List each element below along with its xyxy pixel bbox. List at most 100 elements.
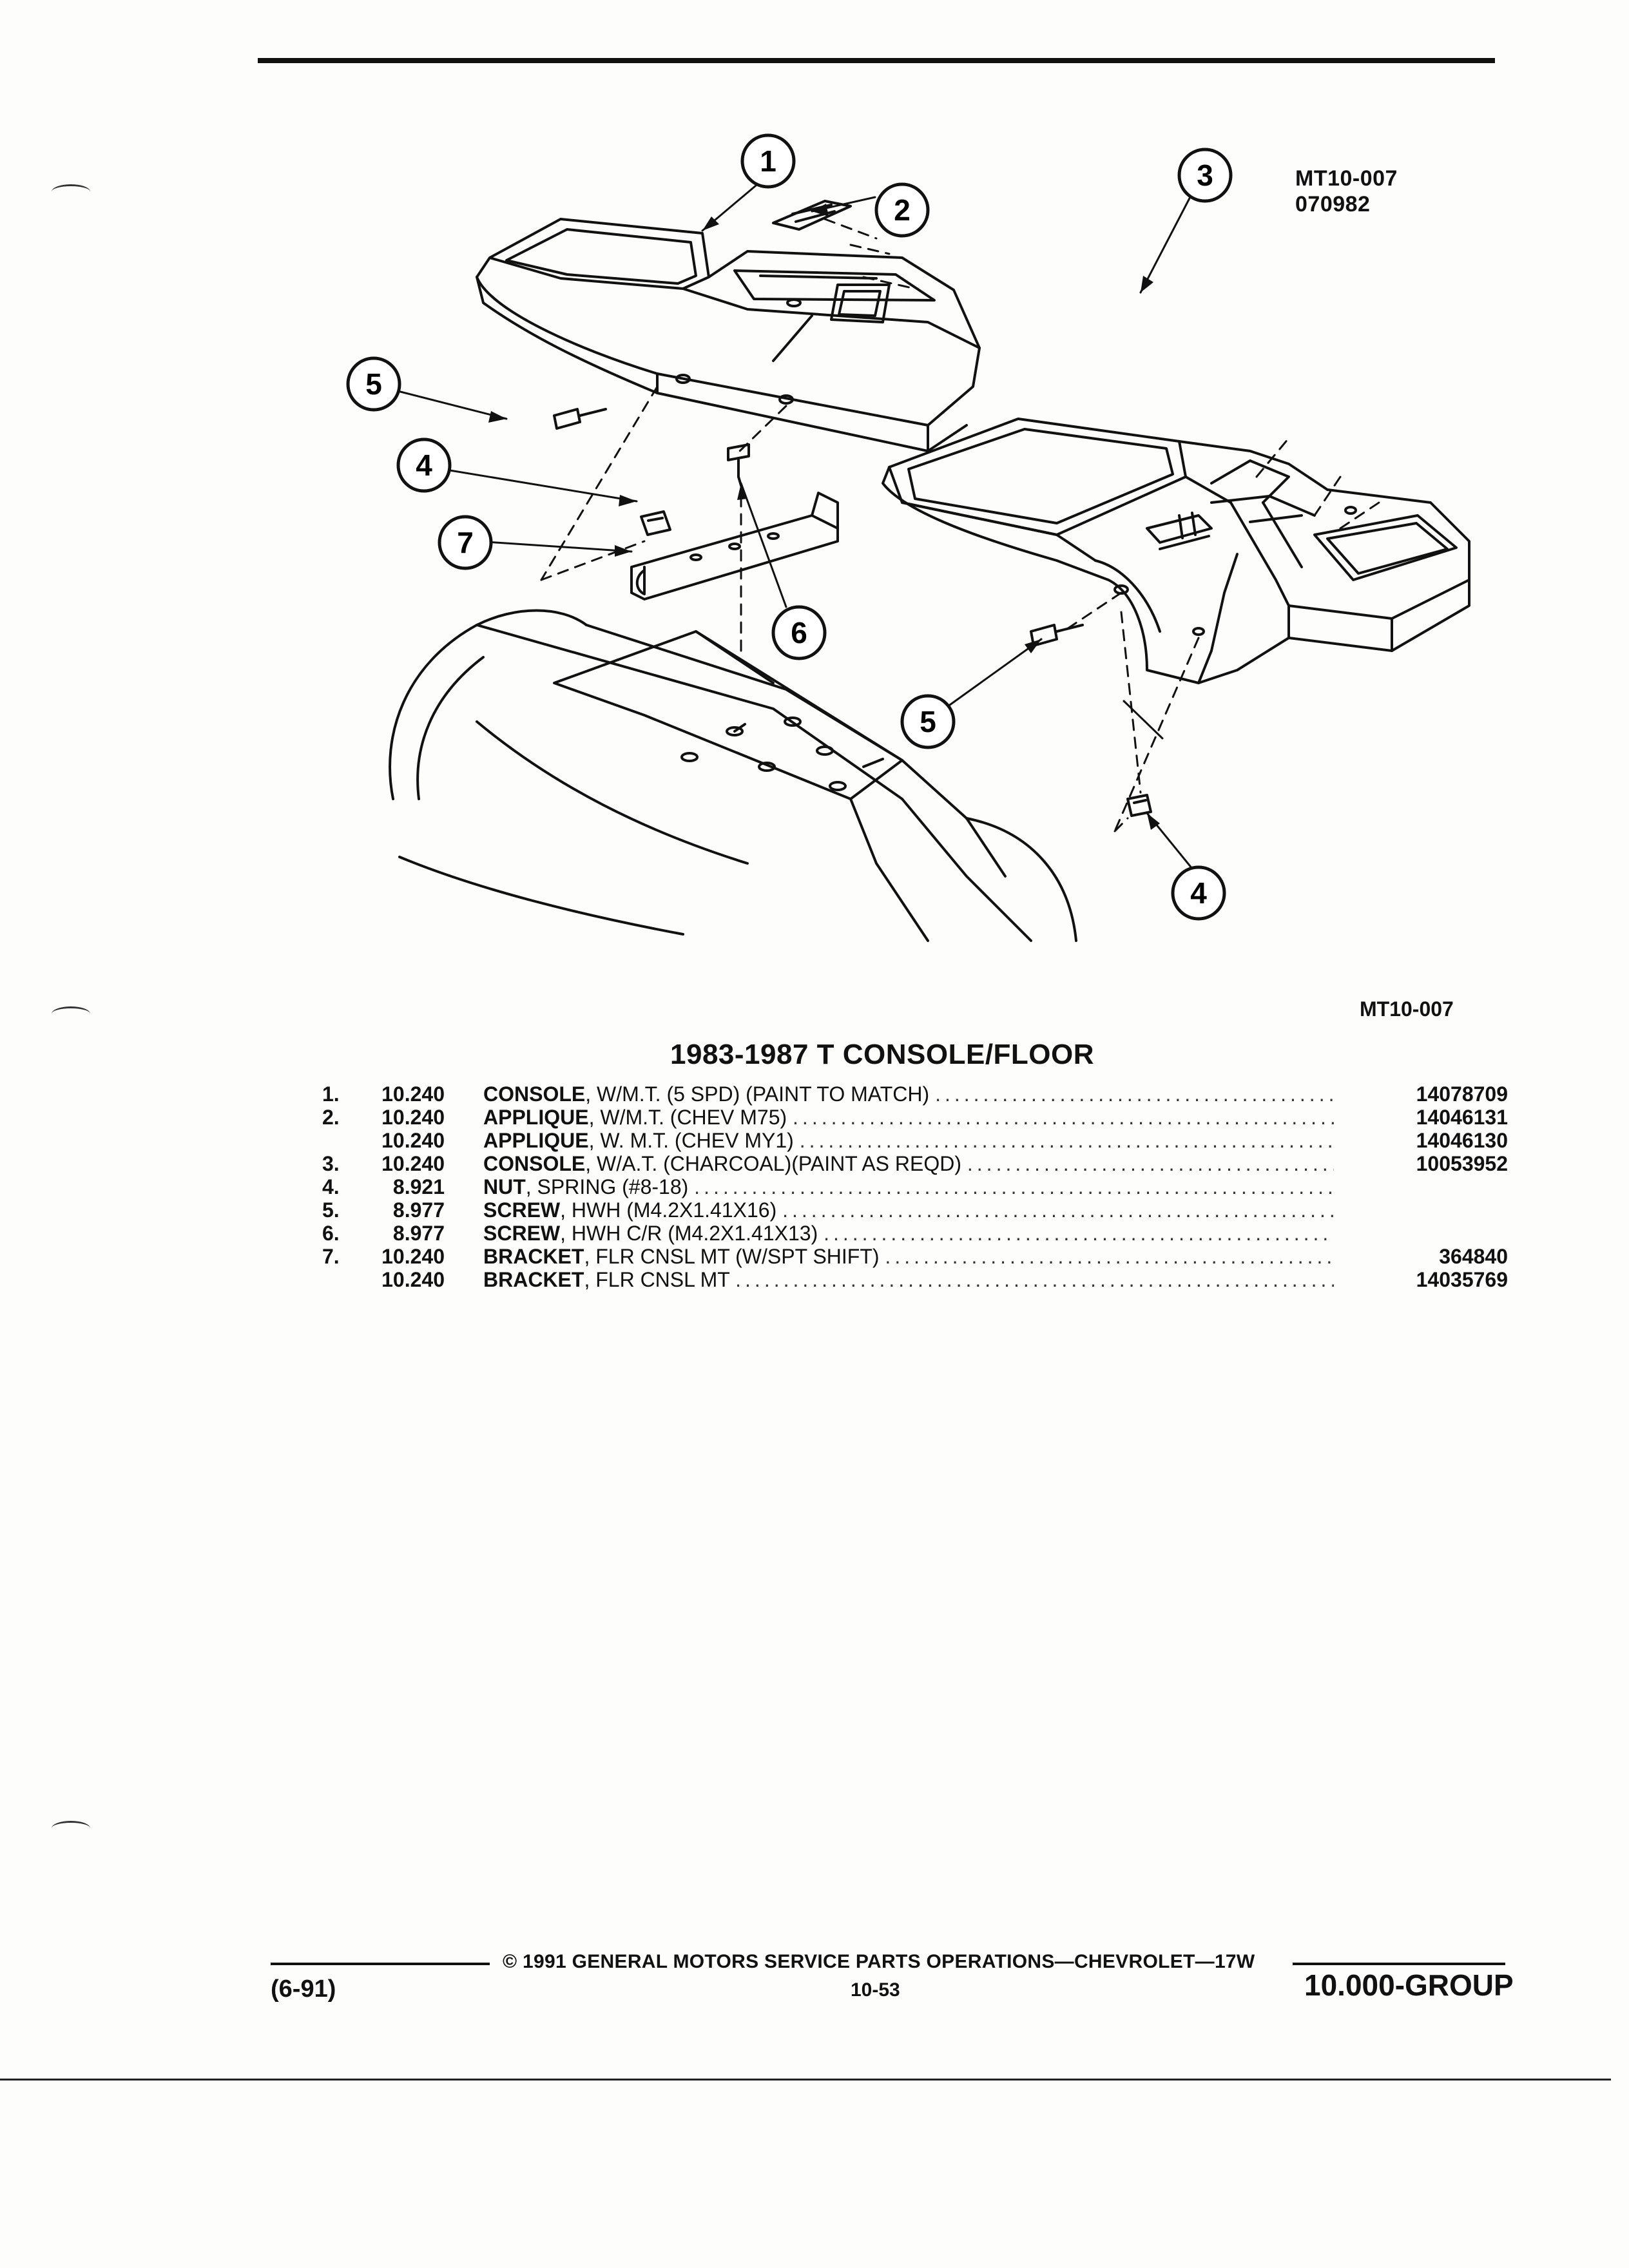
- part-row: 10.240 APPLIQUE, W. M.T. (CHEV MY1) ....…: [322, 1129, 1508, 1152]
- part-row: 1. 10.240 CONSOLE, W/M.T. (5 SPD) (PAINT…: [322, 1082, 1508, 1106]
- svg-text:3: 3: [1197, 159, 1213, 192]
- part-detail: , W/M.T. (5 SPD) (PAINT TO MATCH): [585, 1082, 930, 1106]
- part-group-number: 8.921: [392, 1175, 445, 1198]
- dot-leader: ........................................…: [885, 1245, 1334, 1268]
- part-row: 5. 8.977 SCREW, HWH (M4.2X1.41X16) .....…: [322, 1198, 1508, 1222]
- svg-text:1: 1: [760, 144, 776, 178]
- part-row: 10.240 BRACKET, FLR CNSL MT ............…: [322, 1268, 1508, 1291]
- part-detail: , W/M.T. (CHEV M75): [588, 1106, 787, 1129]
- part-name: SCREW: [483, 1198, 561, 1222]
- dot-leader: ........................................…: [799, 1129, 1334, 1152]
- margin-mark: [52, 1006, 90, 1021]
- part-row: 3. 10.240 CONSOLE, W/A.T. (CHARCOAL)(PAI…: [322, 1152, 1508, 1175]
- margin-mark: [52, 1821, 90, 1836]
- bracket-assembly-drawing: [553, 408, 839, 601]
- part-description: NUT, SPRING (#8-18) ....................…: [483, 1175, 1334, 1198]
- svg-text:6: 6: [791, 616, 807, 649]
- part-description: SCREW, HWH C/R (M4.2X1.41X13) ..........…: [483, 1222, 1334, 1245]
- svg-text:4: 4: [1190, 876, 1207, 910]
- svg-text:4: 4: [416, 448, 432, 482]
- exploded-view-illustration: 1 2 3 4 5 6 7 5: [346, 133, 1470, 942]
- dot-leader: ........................................…: [735, 1268, 1334, 1291]
- part-name: SCREW: [483, 1222, 561, 1245]
- callout-2: 2: [874, 182, 930, 238]
- part-description: CONSOLE, W/A.T. (CHARCOAL)(PAINT AS REQD…: [483, 1152, 1334, 1175]
- part-description: SCREW, HWH (M4.2X1.41X16) ..............…: [483, 1198, 1334, 1222]
- part-detail: , FLR CNSL MT: [584, 1268, 730, 1291]
- part-row: 6. 8.977 SCREW, HWH C/R (M4.2X1.41X13) .…: [322, 1222, 1508, 1245]
- part-name: CONSOLE: [483, 1152, 586, 1175]
- floor-tunnel-drawing: [389, 609, 1077, 942]
- part-group-number: 10.240: [381, 1152, 445, 1175]
- part-name: BRACKET: [483, 1245, 584, 1268]
- footer-copyright: © 1991 GENERAL MOTORS SERVICE PARTS OPER…: [503, 1951, 1255, 1972]
- footer-rule-right: [1293, 1963, 1505, 1965]
- part-group-number: 8.977: [392, 1198, 445, 1222]
- part-group-number: 10.240: [381, 1129, 445, 1152]
- part-detail: , FLR CNSL MT (W/SPT SHIFT): [584, 1245, 880, 1268]
- part-row: 4. 8.921 NUT, SPRING (#8-18) ...........…: [322, 1175, 1508, 1198]
- part-description: BRACKET, FLR CNSL MT ...................…: [483, 1268, 1334, 1291]
- part-item-number: 3.: [322, 1152, 340, 1175]
- console-manual-drawing: [476, 200, 981, 452]
- part-description: APPLIQUE, W. M.T. (CHEV MY1) ...........…: [483, 1129, 1334, 1152]
- part-group-number: 10.240: [381, 1268, 445, 1291]
- dot-leader: ........................................…: [793, 1106, 1334, 1129]
- dot-leader: ........................................…: [935, 1082, 1334, 1106]
- callout-1: 1: [740, 133, 796, 189]
- part-name: APPLIQUE: [483, 1129, 589, 1152]
- part-number: 14035769: [1416, 1268, 1508, 1291]
- callout-5-automatic: 5: [900, 694, 956, 749]
- part-name: CONSOLE: [483, 1082, 586, 1106]
- part-name: APPLIQUE: [483, 1106, 589, 1129]
- callout-6: 6: [771, 605, 827, 660]
- margin-mark: [52, 184, 90, 199]
- part-group-number: 10.240: [381, 1082, 445, 1106]
- part-description: APPLIQUE, W/M.T. (CHEV M75) ............…: [483, 1106, 1334, 1129]
- part-number: 364840: [1439, 1245, 1508, 1268]
- callout-5: 5: [346, 356, 401, 412]
- dot-leader: ........................................…: [694, 1175, 1334, 1198]
- figure-caption: MT10-007: [1360, 997, 1454, 1021]
- part-number: 10053952: [1416, 1152, 1508, 1175]
- part-group-number: 10.240: [381, 1106, 445, 1129]
- page-number: 10-53: [851, 1979, 900, 2001]
- part-row: 2. 10.240 APPLIQUE, W/M.T. (CHEV M75) ..…: [322, 1106, 1508, 1129]
- group-number: 10.000-GROUP: [1304, 1968, 1514, 2002]
- spring-nut-shape: [640, 510, 671, 536]
- part-number: 14046131: [1416, 1106, 1508, 1129]
- svg-text:2: 2: [894, 193, 911, 227]
- illustration-ref-code: MT10-007: [1295, 166, 1398, 191]
- part-item-number: 2.: [322, 1106, 340, 1129]
- screw-head-shape: [727, 443, 750, 461]
- dot-leader: ........................................…: [782, 1198, 1334, 1222]
- part-item-number: 5.: [322, 1198, 340, 1222]
- part-item-number: 6.: [322, 1222, 340, 1245]
- arrow-heads: [488, 204, 1160, 830]
- part-group-number: 8.977: [392, 1222, 445, 1245]
- part-detail: , HWH C/R (M4.2X1.41X13): [560, 1222, 818, 1245]
- top-rule: [258, 58, 1495, 63]
- screw-left-shape: [553, 408, 581, 430]
- callout-4-automatic: 4: [1171, 865, 1226, 921]
- illustration-date-code: 070982: [1295, 192, 1371, 216]
- svg-text:5: 5: [920, 705, 936, 738]
- part-detail: , HWH (M4.2X1.41X16): [560, 1198, 777, 1222]
- bottom-rule: [0, 2079, 1611, 2081]
- svg-text:5: 5: [365, 367, 382, 401]
- applique-plate: [772, 200, 852, 231]
- callout-3: 3: [1177, 148, 1233, 203]
- part-item-number: 4.: [322, 1175, 340, 1198]
- dot-leader: ........................................…: [967, 1152, 1334, 1175]
- part-description: BRACKET, FLR CNSL MT (W/SPT SHIFT) .....…: [483, 1245, 1334, 1268]
- footer-rule-left: [271, 1963, 490, 1965]
- revision-date: (6-91): [271, 1975, 336, 2003]
- part-row: 7. 10.240 BRACKET, FLR CNSL MT (W/SPT SH…: [322, 1245, 1508, 1268]
- callout-4: 4: [396, 437, 452, 493]
- part-number: 14046130: [1416, 1129, 1508, 1152]
- svg-text:7: 7: [457, 526, 474, 559]
- part-name: NUT: [483, 1175, 526, 1198]
- part-description: CONSOLE, W/M.T. (5 SPD) (PAINT TO MATCH)…: [483, 1082, 1334, 1106]
- part-group-number: 10.240: [381, 1245, 445, 1268]
